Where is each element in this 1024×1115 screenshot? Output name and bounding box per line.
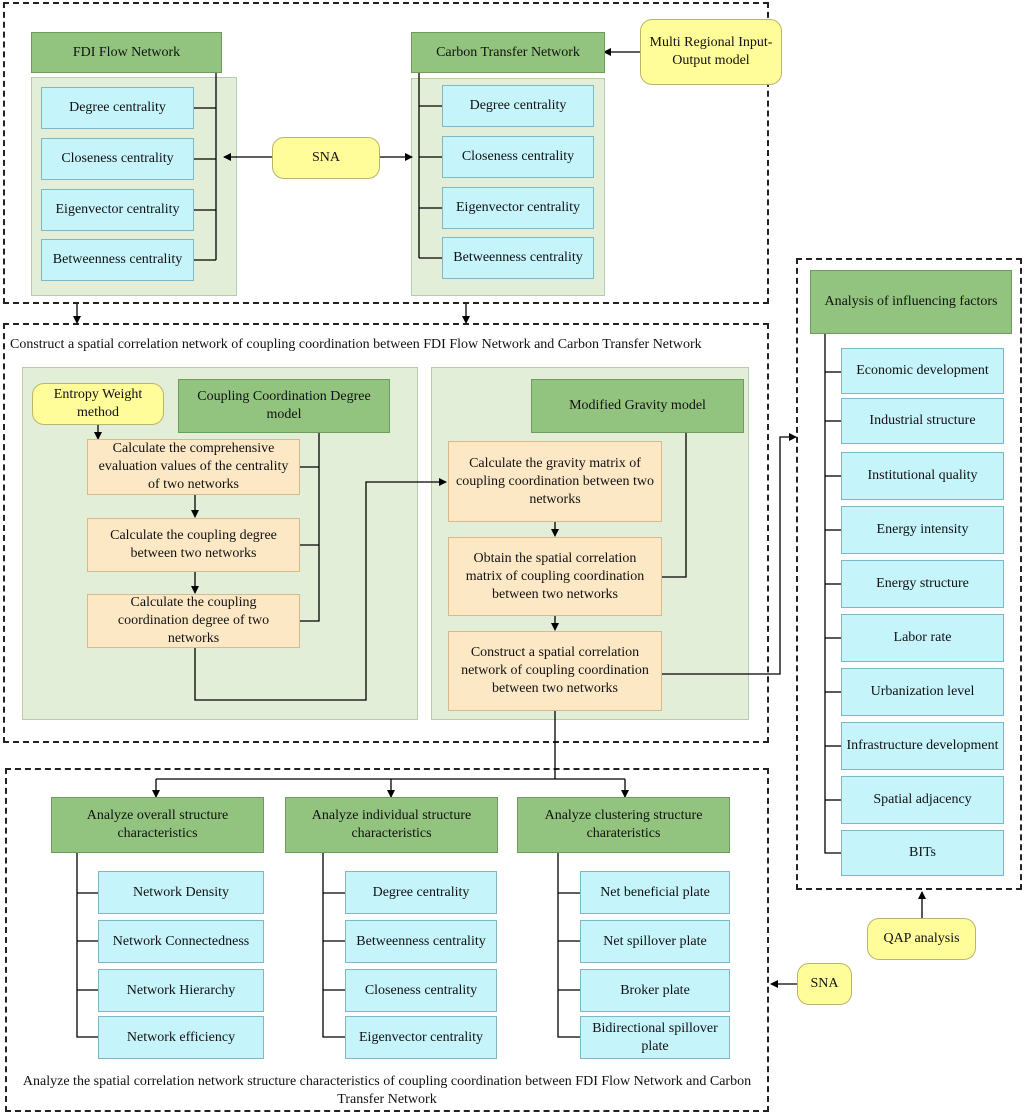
factor-item: Labor rate — [841, 614, 1004, 662]
factor-item: Industrial structure — [841, 398, 1004, 444]
network-section-frame — [3, 2, 769, 304]
individual-structure-title: Analyze individual structure characteris… — [285, 797, 498, 853]
coupling-coordination-model-title: Coupling Coordination Degree model — [178, 379, 390, 433]
factor-item: BITs — [841, 830, 1004, 876]
fdi-flow-network-title: FDI Flow Network — [31, 32, 222, 73]
fdi-item: Betweenness centrality — [41, 239, 194, 281]
overall-item: Network Density — [98, 871, 264, 914]
individual-item: Betweenness centrality — [345, 920, 497, 963]
coupling-section-caption: Construct a spatial correlation network … — [10, 337, 702, 352]
coupling-section-frame — [3, 323, 769, 743]
right-step: Construct a spatial correlation network … — [448, 631, 662, 711]
overall-item: Network Connectedness — [98, 920, 264, 963]
factor-item: Energy structure — [841, 560, 1004, 608]
carbon-item: Degree centrality — [442, 85, 594, 127]
entropy-weight-node: Entropy Weight method — [32, 383, 164, 425]
overall-item: Network Hierarchy — [98, 969, 264, 1012]
modified-gravity-model-title: Modified Gravity model — [531, 379, 744, 433]
carbon-item: Closeness centrality — [442, 136, 594, 178]
cluster-item: Net spillover plate — [580, 920, 730, 963]
carbon-transfer-network-title: Carbon Transfer Network — [411, 32, 605, 73]
factor-item: Spatial adjacency — [841, 776, 1004, 824]
left-step: Calculate the coupling degree between tw… — [87, 518, 300, 572]
fdi-item: Eigenvector centrality — [41, 189, 194, 231]
fdi-item: Degree centrality — [41, 87, 194, 129]
structure-section-frame — [5, 768, 769, 1112]
individual-item: Degree centrality — [345, 871, 497, 914]
cluster-item: Net beneficial plate — [580, 871, 730, 914]
mrio-model-node: Multi Regional Input-Output model — [640, 19, 782, 85]
individual-item: Closeness centrality — [345, 969, 497, 1012]
right-step: Obtain the spatial correlation matrix of… — [448, 537, 662, 616]
qap-analysis-node: QAP analysis — [867, 918, 976, 960]
influencing-factors-title: Analysis of influencing factors — [810, 270, 1012, 334]
carbon-item: Eigenvector centrality — [442, 187, 594, 229]
factor-item: Infrastructure development — [841, 722, 1004, 770]
overall-structure-title: Analyze overall structure characteristic… — [51, 797, 264, 853]
factor-item: Economic development — [841, 348, 1004, 394]
factors-section-frame — [796, 258, 1022, 890]
fdi-item: Closeness centrality — [41, 138, 194, 180]
factor-item: Energy intensity — [841, 506, 1004, 554]
individual-item: Eigenvector centrality — [345, 1016, 497, 1059]
sna-node-top: SNA — [272, 137, 380, 179]
overall-item: Network efficiency — [98, 1016, 264, 1059]
factor-item: Institutional quality — [841, 452, 1004, 500]
factor-item: Urbanization level — [841, 668, 1004, 716]
clustering-structure-title: Analyze clustering structure charaterist… — [517, 797, 730, 853]
left-step: Calculate the coupling coordination degr… — [87, 594, 300, 648]
structure-section-caption: Analyze the spatial correlation network … — [22, 1074, 752, 1107]
right-step: Calculate the gravity matrix of coupling… — [448, 441, 662, 522]
sna-node-bottom: SNA — [797, 963, 852, 1005]
carbon-item: Betweenness centrality — [442, 237, 594, 279]
left-step: Calculate the comprehensive evaluation v… — [87, 439, 300, 495]
cluster-item: Broker plate — [580, 969, 730, 1012]
cluster-item: Bidirectional spillover plate — [580, 1016, 730, 1059]
